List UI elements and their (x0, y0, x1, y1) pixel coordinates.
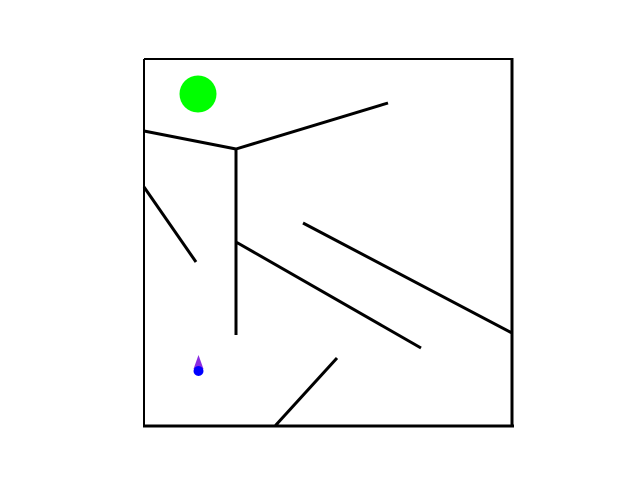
maze-wall (142, 186, 198, 263)
agent-body (193, 366, 204, 376)
agent-heading-indicator (193, 355, 204, 369)
goal-circle-icon (179, 75, 217, 113)
maze-wall (302, 221, 513, 335)
agent-marker-icon (193, 355, 204, 376)
maze-wall (273, 356, 339, 428)
maze (142, 58, 514, 428)
maze-wall (143, 129, 237, 151)
maze-wall (235, 101, 389, 151)
maze-wall (235, 240, 422, 350)
